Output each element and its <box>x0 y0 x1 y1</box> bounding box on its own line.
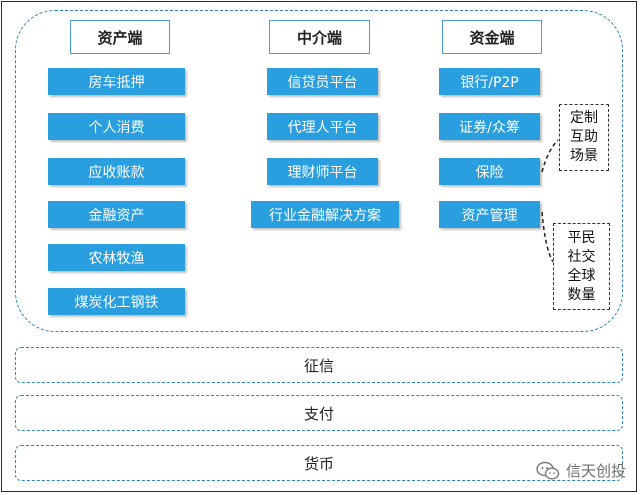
asset-item: 个人消费 <box>48 113 185 140</box>
side-box-line: 场景 <box>570 148 598 164</box>
side-box-custom-mutual-scene: 定制 互助 场景 <box>559 104 609 171</box>
intermediary-item: 代理人平台 <box>267 113 378 140</box>
asset-item: 煤炭化工钢铁 <box>48 288 185 315</box>
side-box-civilian-social-global-quantity: 平民 社交 全球 数量 <box>553 223 610 310</box>
fund-item: 资产管理 <box>439 201 540 228</box>
intermediary-item: 行业金融解决方案 <box>251 201 399 228</box>
header-intermediary-side: 中介端 <box>269 20 370 54</box>
asset-item: 房车抵押 <box>48 68 185 95</box>
fund-item: 银行/P2P <box>439 68 540 95</box>
side-box-line: 定制 <box>570 110 598 126</box>
asset-item: 农林牧渔 <box>48 244 185 271</box>
wechat-icon <box>536 461 560 480</box>
watermark: 信天创投 <box>536 460 626 481</box>
header-asset-side: 资产端 <box>70 20 170 54</box>
asset-item: 金融资产 <box>48 201 185 228</box>
fund-item: 保险 <box>439 158 540 185</box>
main-group-container <box>15 10 623 332</box>
watermark-text: 信天创投 <box>565 462 626 480</box>
band-credit-reporting: 征信 <box>15 347 623 383</box>
fund-item: 证券/众筹 <box>439 113 540 140</box>
side-box-line: 平民 <box>567 229 596 246</box>
side-box-line: 全球 <box>567 267 596 284</box>
asset-item: 应收账款 <box>48 158 185 185</box>
side-box-line: 社交 <box>567 248 596 265</box>
side-box-line: 数量 <box>567 286 596 303</box>
header-fund-side: 资金端 <box>442 20 542 54</box>
band-currency: 货币 <box>15 445 623 481</box>
band-payment: 支付 <box>15 395 623 431</box>
side-box-line: 互助 <box>570 129 598 145</box>
intermediary-item: 理财师平台 <box>267 158 378 185</box>
intermediary-item: 信贷员平台 <box>267 68 378 95</box>
